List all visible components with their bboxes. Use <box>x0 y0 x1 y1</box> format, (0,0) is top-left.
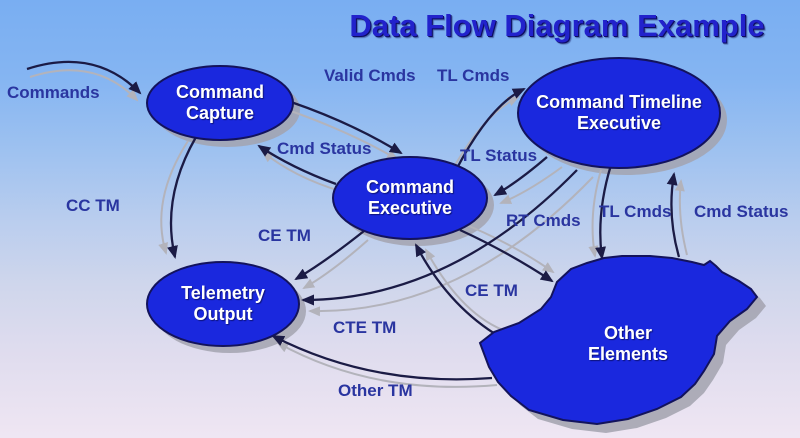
arrow-cmd-status-left-gray <box>261 150 341 192</box>
node-label-command-timeline-executive: Command Timeline Executive <box>536 92 702 133</box>
node-label-other-elements: Other Elements <box>587 323 669 364</box>
node-shape-command-capture <box>146 65 294 141</box>
arrow-cc-tm <box>167 136 197 259</box>
node-label-command-executive: Command Executive <box>365 177 454 218</box>
edge-label-rt-cmds: RT Cmds <box>506 211 581 230</box>
arrow-tl-status <box>493 156 548 197</box>
arrow-valid-cmds-gray <box>287 109 399 160</box>
edge-label-cmd-status-right: Cmd Status <box>694 202 789 221</box>
arrow-tl-cmds-top <box>454 87 526 171</box>
arrow-commands <box>26 60 142 95</box>
arrow-ce-tm-right <box>414 243 501 338</box>
diagram-title: Data Flow Diagram Example <box>349 8 765 43</box>
arrow-other-tm <box>271 334 493 381</box>
node-shape-command-executive <box>332 156 488 240</box>
arrow-cmd-status-left <box>257 144 337 186</box>
arrow-cmd-status-right <box>666 172 681 258</box>
arrow-cte-tm-gray <box>308 176 594 317</box>
node-shape-other-elements <box>478 255 759 426</box>
edge-label-ce-tm-right: CE TM <box>465 281 518 300</box>
arrow-tl-status-gray <box>499 166 563 204</box>
edge-label-other-tm: Other TM <box>338 381 413 400</box>
edge-label-tl-cmds-top: TL Cmds <box>437 66 510 85</box>
arrow-ce-tm-left <box>294 230 365 281</box>
arrow-ce-tm-right-gray <box>425 248 509 333</box>
edge-label-tl-status: TL Status <box>460 146 538 165</box>
edge-label-cte-tm: CTE TM <box>333 318 397 337</box>
arrow-tl-cmds-right <box>595 164 613 260</box>
arrow-ce-tm-left-gray <box>302 239 369 289</box>
arrow-commands-gray <box>29 69 139 102</box>
edge-label-cmd-status-left: Cmd Status <box>277 139 372 158</box>
arrow-other-tm-gray <box>276 342 498 388</box>
dark-flow-arrows <box>26 60 681 381</box>
edge-label-cc-tm: CC TM <box>66 196 120 215</box>
arrow-cte-tm <box>301 169 578 306</box>
edge-label-valid-cmds: Valid Cmds <box>324 66 416 85</box>
edge-label-commands: Commands <box>7 83 100 102</box>
arrow-tl-cmds-right-gray <box>588 169 602 258</box>
arrow-cmd-status-right-gray <box>674 179 688 256</box>
node-shape-telemetry-output <box>146 261 300 347</box>
edge-label-ce-tm-left: CE TM <box>258 226 311 245</box>
arrow-rt-cmds <box>459 228 554 283</box>
arrow-cc-tm-gray <box>158 140 189 255</box>
node-label-command-capture: Command Capture <box>175 82 264 123</box>
edge-label-tl-cmds-right: TL Cmds <box>599 202 672 221</box>
node-label-telemetry-output: Telemetry Output <box>181 283 265 324</box>
process-shapes <box>146 57 759 426</box>
node-shape-command-timeline-executive <box>517 57 721 169</box>
arrow-valid-cmds <box>290 100 403 155</box>
gray-flow-arrows <box>29 69 688 388</box>
